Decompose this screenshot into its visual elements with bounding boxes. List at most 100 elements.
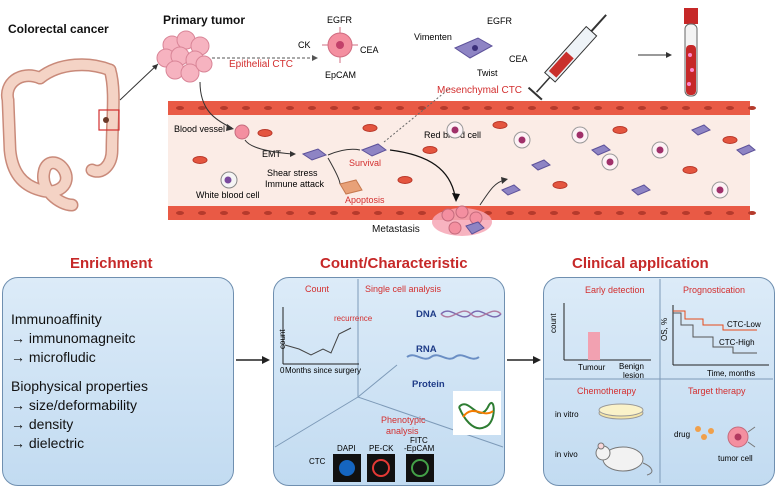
endothelial-nucleus bbox=[308, 106, 316, 110]
endothelial-cells bbox=[176, 106, 756, 215]
endothelial-nucleus bbox=[352, 211, 360, 215]
endothelial-nucleus bbox=[726, 211, 734, 215]
white-blood-cell-nucleus bbox=[576, 131, 584, 139]
mesenchymal-ctc-vessel bbox=[301, 148, 328, 161]
red-blood-cell bbox=[682, 166, 698, 174]
endothelial-nucleus bbox=[396, 211, 404, 215]
endothelial-nucleus bbox=[484, 106, 492, 110]
microfluidic-item: microfludic bbox=[28, 349, 96, 365]
phenotypic-label: Phenotypic bbox=[381, 415, 426, 425]
circulating-cells bbox=[192, 121, 756, 199]
epcam-label: -EpCAM bbox=[404, 444, 435, 453]
count-axis-label: count bbox=[278, 329, 287, 349]
blood-vessel-label: Blood vessel bbox=[174, 124, 225, 134]
chemotherapy-title: Chemotherapy bbox=[577, 386, 637, 396]
epithelial-ctc-cell bbox=[322, 27, 358, 63]
target-therapy-title: Target therapy bbox=[688, 386, 746, 396]
single-cell-title: Single cell analysis bbox=[365, 284, 442, 294]
white-blood-cell-nucleus bbox=[518, 136, 526, 144]
enrichment-methods: Immunoaffinity → immunomagneitc → microf… bbox=[11, 310, 148, 453]
marker-cea-mes: CEA bbox=[509, 54, 528, 64]
ctc-high-label: CTC-High bbox=[719, 338, 755, 347]
circulating-ctc bbox=[501, 184, 521, 196]
early-detection-title: Early detection bbox=[585, 285, 645, 295]
colon-illustration bbox=[0, 58, 120, 212]
endothelial-nucleus bbox=[748, 106, 756, 110]
fitc-label: FITC bbox=[410, 436, 428, 445]
apoptosis-label: Apoptosis bbox=[345, 195, 385, 205]
endothelial-nucleus bbox=[176, 211, 184, 215]
white-blood-cell-label: White blood cell bbox=[196, 190, 260, 200]
drug-label: drug bbox=[674, 430, 690, 439]
endothelial-nucleus bbox=[550, 106, 558, 110]
recurrence-label: recurrence bbox=[334, 314, 373, 323]
red-blood-cell bbox=[422, 146, 438, 154]
ctc-label: CTC bbox=[309, 457, 326, 466]
red-blood-cell bbox=[257, 129, 273, 137]
rna-label: RNA bbox=[416, 344, 437, 355]
red-blood-cell bbox=[362, 124, 378, 132]
arrow-icon: → bbox=[11, 330, 29, 346]
blood-tube-icon bbox=[684, 8, 698, 97]
primary-tumor-cluster bbox=[156, 30, 213, 83]
tumor-cell-label: tumor cell bbox=[718, 454, 753, 463]
pe-ck-image bbox=[367, 454, 395, 482]
endothelial-nucleus bbox=[528, 211, 536, 215]
arrow-icon: → bbox=[11, 416, 29, 432]
dapi-label: DAPI bbox=[337, 444, 356, 453]
ctc-pathway-illustration: Colorectal cancer Primary tumor EGFR bbox=[0, 8, 756, 236]
months-axis-label: Months since surgery bbox=[285, 366, 361, 375]
arrow-icon: → bbox=[11, 435, 29, 451]
endothelial-nucleus bbox=[748, 211, 756, 215]
mesenchymal-ctc-cell bbox=[453, 37, 494, 59]
clinical-panel-content: Early detection count Tumour Benign lesi… bbox=[545, 279, 773, 483]
clinical-panel bbox=[543, 277, 775, 486]
endothelial-nucleus bbox=[176, 106, 184, 110]
endothelial-nucleus bbox=[308, 211, 316, 215]
circulating-ctc bbox=[736, 144, 756, 156]
metastasis-label: Metastasis bbox=[372, 224, 420, 235]
endothelial-nucleus bbox=[616, 106, 624, 110]
endothelial-nucleus bbox=[660, 211, 668, 215]
endothelial-nucleus bbox=[220, 211, 228, 215]
time-axis-label: Time, months bbox=[707, 369, 755, 378]
count-characteristic-title: Count/Characteristic bbox=[320, 255, 468, 272]
white-blood-cell-nucleus bbox=[656, 146, 664, 154]
petri-dish-icon bbox=[598, 403, 644, 420]
endothelial-nucleus bbox=[264, 211, 272, 215]
tumor-highlight-box bbox=[98, 109, 120, 131]
endothelial-nucleus bbox=[242, 106, 250, 110]
mouse-icon bbox=[595, 442, 653, 476]
endothelial-nucleus bbox=[242, 211, 250, 215]
endothelial-nucleus bbox=[704, 106, 712, 110]
endothelial-nucleus bbox=[506, 106, 514, 110]
endothelial-nucleus bbox=[726, 106, 734, 110]
enrichment-title: Enrichment bbox=[70, 255, 153, 272]
endothelial-nucleus bbox=[418, 106, 426, 110]
endothelial-nucleus bbox=[374, 211, 382, 215]
arrow-count-to-clinical bbox=[507, 356, 541, 364]
count-panel-content: Count Single cell analysis recurrence co… bbox=[274, 279, 504, 482]
tumour-label: Tumour bbox=[578, 363, 606, 372]
fitc-epcam-image bbox=[406, 454, 434, 482]
endothelial-nucleus bbox=[638, 106, 646, 110]
survival-label: Survival bbox=[349, 158, 381, 168]
endothelial-nucleus bbox=[704, 211, 712, 215]
prognostication-title: Prognostication bbox=[683, 285, 745, 295]
endothelial-nucleus bbox=[682, 106, 690, 110]
vessel-wall-top bbox=[168, 101, 750, 115]
endothelial-nucleus bbox=[198, 106, 206, 110]
os-axis-label: OS, % bbox=[660, 318, 669, 341]
lesion-label: lesion bbox=[623, 371, 644, 380]
white-blood-cell-nucleus bbox=[451, 126, 459, 134]
mesenchymal-ctc-label: Mesenchymal CTC bbox=[437, 85, 522, 96]
clinical-application-title: Clinical application bbox=[572, 255, 709, 272]
endothelial-nucleus bbox=[396, 106, 404, 110]
arrow-enrich-to-count bbox=[236, 356, 270, 364]
endothelial-nucleus bbox=[462, 106, 470, 110]
endothelial-nucleus bbox=[594, 106, 602, 110]
endothelial-nucleus bbox=[660, 106, 668, 110]
immunoaffinity-heading: Immunoaffinity bbox=[11, 311, 102, 327]
drug-particles-icon bbox=[695, 426, 714, 440]
in-vitro-label: in vitro bbox=[555, 410, 579, 419]
